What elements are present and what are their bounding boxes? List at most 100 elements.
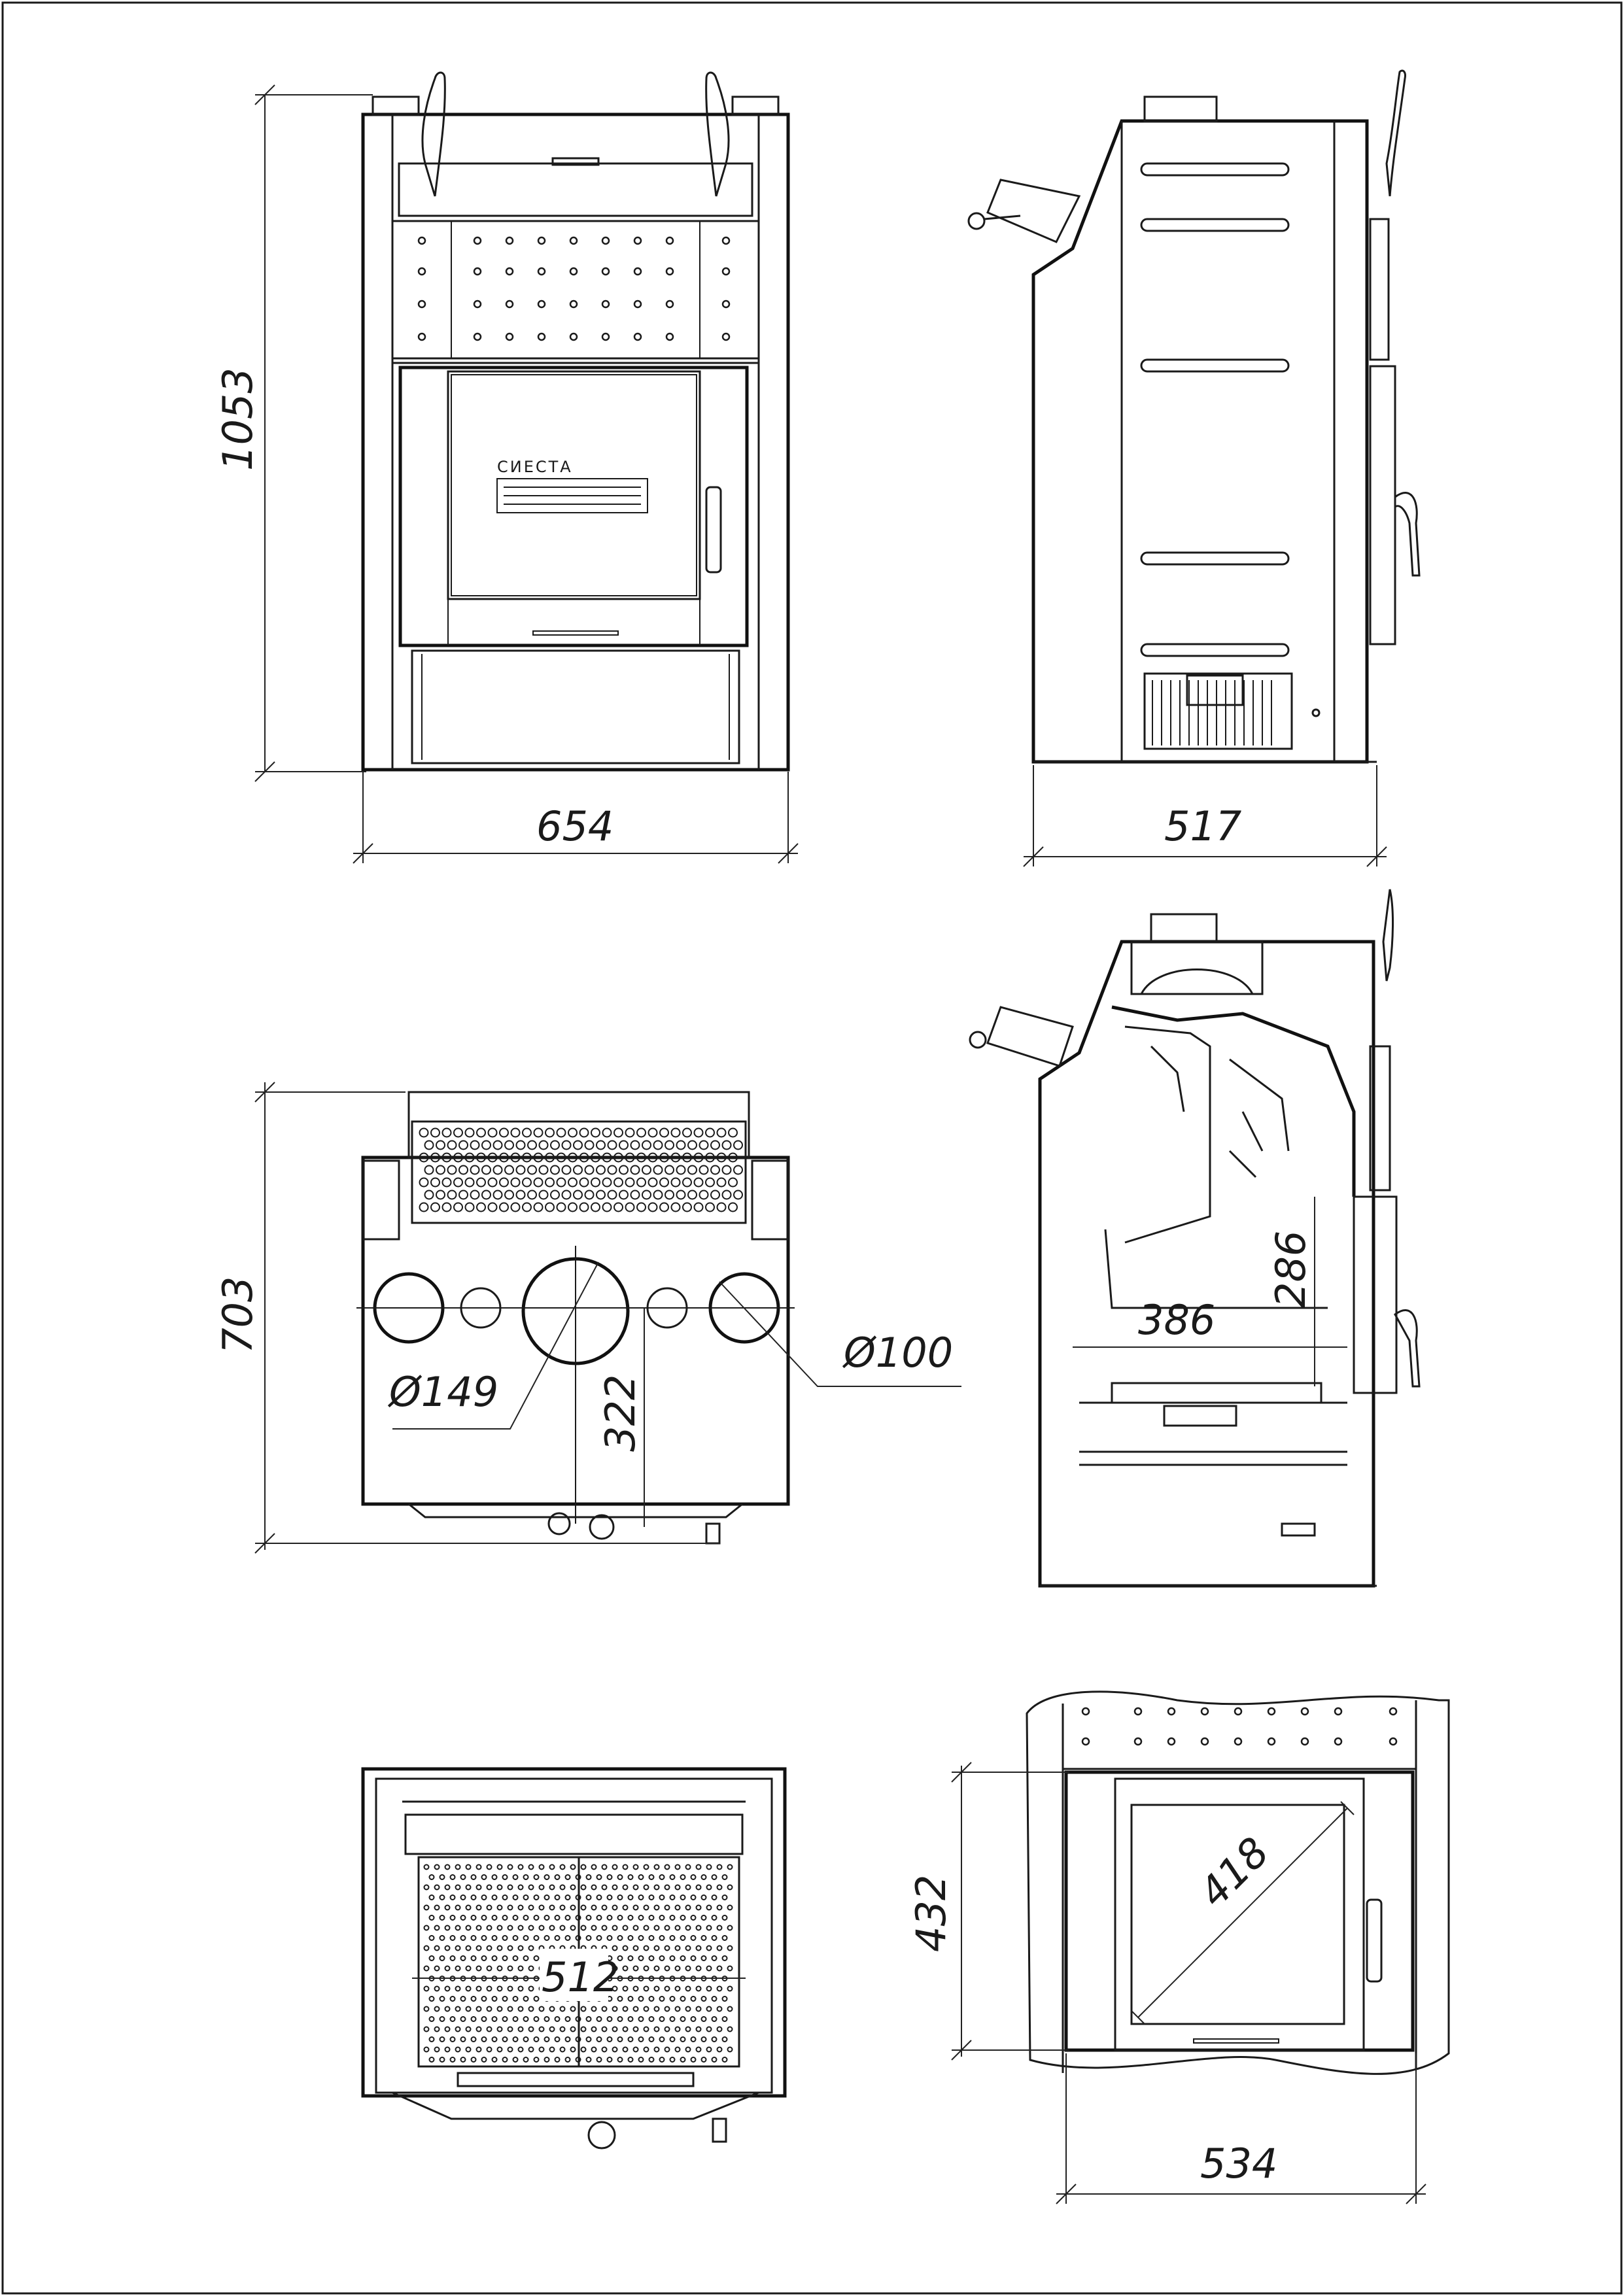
grille-hole bbox=[721, 1165, 732, 1175]
grate-hole bbox=[517, 2006, 524, 2012]
grate-hole bbox=[727, 2046, 733, 2053]
dim-flue-large: Ø149 bbox=[387, 1368, 498, 1416]
grille-hole bbox=[716, 1152, 727, 1163]
grille-hole bbox=[556, 1177, 566, 1188]
grate-hole bbox=[695, 1945, 702, 1951]
grille-hole bbox=[504, 1165, 514, 1175]
grate-hole bbox=[695, 2026, 702, 2032]
grille-hole bbox=[545, 1202, 555, 1212]
grate-hole bbox=[648, 1894, 655, 1900]
grille-hole bbox=[699, 1165, 709, 1175]
grate-hole bbox=[470, 2036, 477, 2042]
grate-hole bbox=[538, 1904, 545, 1911]
vent-slot bbox=[1140, 162, 1290, 177]
perforation-hole bbox=[633, 300, 642, 309]
grille-hole bbox=[453, 1152, 463, 1163]
grille-hole bbox=[625, 1127, 635, 1138]
grate-hole bbox=[664, 2006, 670, 2012]
grate-hole bbox=[460, 2057, 466, 2063]
grate-hole bbox=[428, 2057, 435, 2063]
grate-hole bbox=[428, 1915, 435, 1921]
grate-hole bbox=[690, 1996, 697, 2002]
front-body bbox=[361, 112, 790, 772]
grate-hole bbox=[523, 1915, 529, 1921]
grille-hole bbox=[676, 1165, 686, 1175]
grate-hole bbox=[648, 1915, 655, 1921]
grate-hole bbox=[423, 1965, 430, 1972]
grille-hole bbox=[693, 1127, 704, 1138]
grate-hole bbox=[470, 1915, 477, 1921]
grate-hole bbox=[559, 1904, 566, 1911]
perforation-hole bbox=[601, 300, 610, 309]
grate-hole bbox=[428, 2016, 435, 2022]
grate-hole bbox=[502, 1955, 508, 1961]
grille-hole bbox=[522, 1152, 532, 1163]
grate-hole bbox=[659, 1996, 665, 2002]
grate-hole bbox=[585, 2016, 592, 2022]
door-hole bbox=[1300, 1707, 1309, 1716]
grate-hole bbox=[674, 1965, 681, 1972]
dim-flue-offset: 322 bbox=[596, 1375, 644, 1452]
dim-top-depth: 703 bbox=[214, 1277, 262, 1354]
grate-hole bbox=[648, 1955, 655, 1961]
grate-hole bbox=[585, 1935, 592, 1941]
grate-hole bbox=[444, 1965, 451, 1972]
grate-hole bbox=[528, 1985, 534, 1992]
grate-hole bbox=[423, 1985, 430, 1992]
perforation-hole bbox=[537, 267, 546, 276]
grate-hole bbox=[711, 1874, 717, 1880]
grate-hole bbox=[512, 1955, 519, 1961]
grille-hole bbox=[476, 1127, 486, 1138]
grate-hole bbox=[617, 1955, 623, 1961]
perforation-hole bbox=[537, 300, 546, 309]
grate-hole bbox=[544, 1935, 550, 1941]
grille-hole bbox=[453, 1177, 463, 1188]
grate-hole bbox=[564, 1894, 571, 1900]
grille-hole bbox=[733, 1165, 743, 1175]
grate-hole bbox=[559, 1884, 566, 1891]
grille-hole bbox=[670, 1177, 681, 1188]
grate-hole bbox=[622, 2006, 629, 2012]
grate-hole bbox=[528, 1884, 534, 1891]
grille-hole bbox=[619, 1165, 629, 1175]
grate-hole bbox=[622, 2046, 629, 2053]
grate-hole bbox=[434, 1945, 440, 1951]
grate-hole bbox=[538, 1864, 545, 1870]
grate-hole bbox=[544, 1874, 550, 1880]
grate-hole bbox=[721, 1874, 728, 1880]
perforation-hole bbox=[417, 300, 426, 309]
grate-hole bbox=[632, 2046, 639, 2053]
grate-hole bbox=[444, 2006, 451, 2012]
grate-hole bbox=[706, 1904, 712, 1911]
perforation-hole bbox=[721, 236, 731, 245]
dim-front-height: 1053 bbox=[214, 368, 262, 471]
grille-hole bbox=[470, 1140, 480, 1150]
grille-hole bbox=[499, 1177, 509, 1188]
grate-hole bbox=[549, 1925, 555, 1931]
grate-hole bbox=[564, 2057, 571, 2063]
grille-hole bbox=[630, 1190, 640, 1200]
grate-hole bbox=[632, 2006, 639, 2012]
grate-hole bbox=[465, 2006, 472, 2012]
door-hole bbox=[1389, 1707, 1398, 1716]
grate-hole bbox=[444, 2026, 451, 2032]
grate-hole bbox=[622, 1904, 629, 1911]
grille-hole bbox=[522, 1127, 532, 1138]
grille-hole bbox=[556, 1152, 566, 1163]
grate-hole bbox=[727, 1864, 733, 1870]
grate-hole bbox=[727, 1985, 733, 1992]
grille-hole bbox=[510, 1127, 521, 1138]
grate-hole bbox=[439, 1915, 445, 1921]
grille-hole bbox=[538, 1190, 549, 1200]
door-detail-holes bbox=[1081, 1707, 1398, 1746]
grate-hole bbox=[606, 2036, 613, 2042]
grate-hole bbox=[486, 1925, 492, 1931]
grille-hole bbox=[561, 1165, 572, 1175]
grate-hole bbox=[617, 2057, 623, 2063]
grille-hole bbox=[648, 1127, 658, 1138]
grate-hole bbox=[517, 1864, 524, 1870]
grate-hole bbox=[564, 2036, 571, 2042]
door-hole bbox=[1267, 1737, 1276, 1746]
grate-hole bbox=[695, 1985, 702, 1992]
grate-hole bbox=[434, 1884, 440, 1891]
